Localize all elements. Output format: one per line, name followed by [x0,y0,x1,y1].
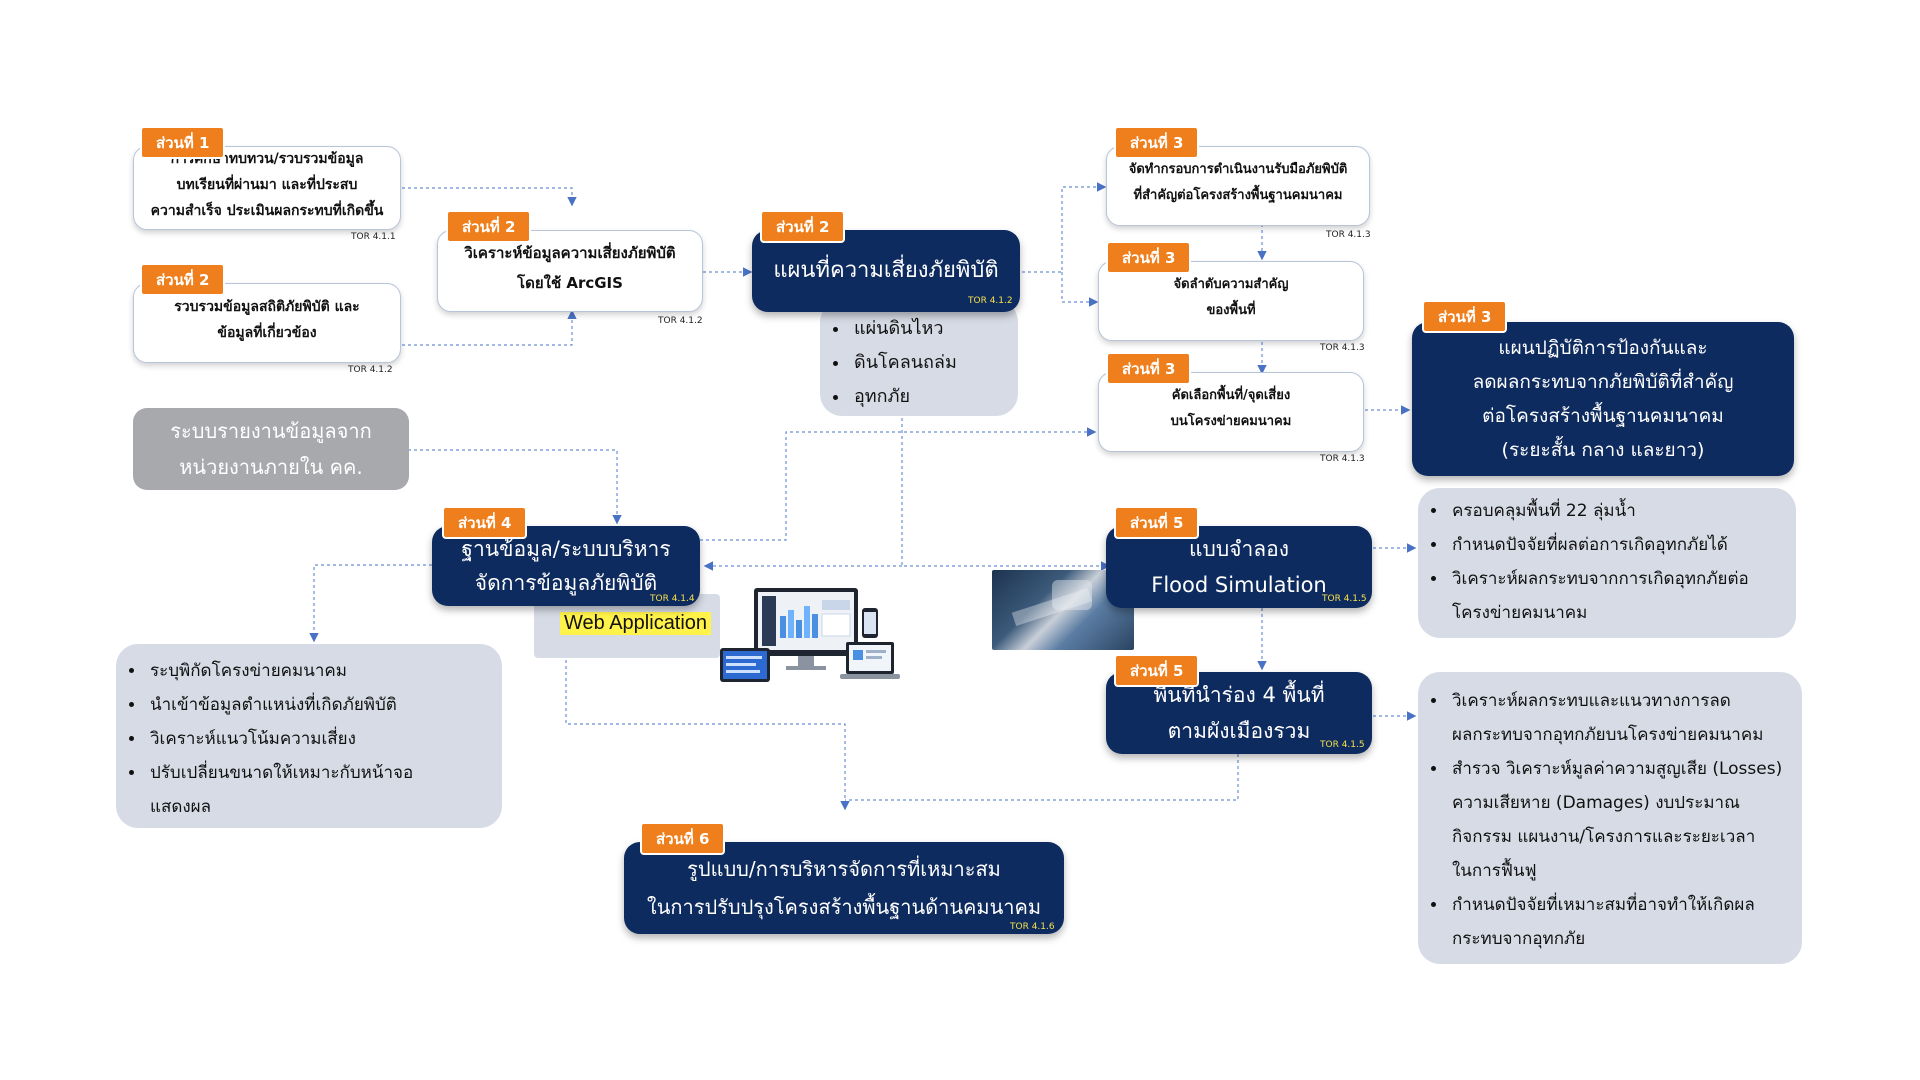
web-application-label: Web Application [560,612,712,635]
phone-icon [862,608,878,638]
monitor-icon [754,588,858,670]
management-tor: TOR 4.1.6 [1010,922,1055,932]
database-line-2: จัดการข้อมูลภัยพิบัติ [474,571,658,595]
plan-line-2: ลดผลกระทบจากภัยพิบัติที่สำคัญ [1472,371,1734,393]
framework-line-1: จัดทำกรอบการดำเนินงานรับมือภัยพิบัติ [1128,162,1348,177]
flood-item: กำหนดปัจจัยที่ผลต่อการเกิดอุทกภัยได้ [1448,528,1796,562]
stats-line-1: รวบรวมข้อมูลสถิติภัยพิบัติ และ [174,299,360,315]
flood-item-continued: โครงข่ายคมนาคม [1452,603,1588,623]
pilot-item: สำรวจ วิเคราะห์มูลค่าความสูญเสีย (Losses… [1448,752,1802,786]
section-tag-5-flood: ส่วนที่ 5 [1114,506,1200,539]
pilot-feature-list: วิเคราะห์ผลกระทบและแนวทางการลด ผลกระทบจา… [1418,672,1802,964]
pilot-item: วิเคราะห์ผลกระทบและแนวทางการลด [1448,684,1802,718]
tablet-icon [720,648,770,682]
study-box: การศึกษาทบทวน/รวบรวมข้อมูล บทเรียนที่ผ่า… [133,146,401,230]
plan-line-1: แผนปฏิบัติการป้องกันและ [1498,337,1708,359]
pilot-item-continued: ความเสียหาย (Damages) งบประมาณ [1452,793,1740,813]
stats-box: รวบรวมข้อมูลสถิติภัยพิบัติ และ ข้อมูลที่… [133,283,401,363]
devices-illustration [718,586,908,686]
section-tag-3-select: ส่วนที่ 3 [1106,352,1192,385]
section-tag-4: ส่วนที่ 4 [442,506,528,539]
risk-map-title: แผนที่ความเสี่ยงภัยพิบัติ [773,258,999,283]
flood-tor: TOR 4.1.5 [1322,594,1367,604]
hazard-item: ดินโคลนถล่ม [850,346,1018,380]
priority-tor: TOR 4.1.3 [1320,343,1365,353]
select-line-2: บนโครงข่ายคมนาคม [1170,414,1292,429]
pilot-line-2: ตามผังเมืองรวม [1167,719,1311,743]
section-tag-2-arcgis: ส่วนที่ 2 [446,210,532,243]
section-tag-6: ส่วนที่ 6 [640,822,726,855]
select-area-box: คัดเลือกพื้นที่/จุดเสี่ยง บนโครงข่ายคมนา… [1098,372,1364,452]
plan-line-3: ต่อโครงสร้างพื้นฐานคมนาคม [1482,405,1724,427]
framework-line-2: ที่สำคัญต่อโครงสร้างพื้นฐานคมนาคม [1133,188,1343,203]
study-tor: TOR 4.1.1 [351,232,396,242]
flood-item: วิเคราะห์ผลกระทบจากการเกิดอุทกภัยต่อ [1448,562,1796,596]
section-tag-1: ส่วนที่ 1 [140,126,226,159]
section-tag-3-priority: ส่วนที่ 3 [1106,241,1192,274]
section-tag-3-frame: ส่วนที่ 3 [1114,126,1200,159]
flood-line-1: แบบจำลอง [1188,537,1289,561]
stats-line-2: ข้อมูลที่เกี่ยวข้อง [217,325,317,341]
risk-map-box: แผนที่ความเสี่ยงภัยพิบัติ [752,230,1020,312]
report-line-1: ระบบรายงานข้อมูลจาก [170,419,372,443]
framework-box: จัดทำกรอบการดำเนินงานรับมือภัยพิบัติ ที่… [1106,146,1370,226]
stats-tor: TOR 4.1.2 [348,365,393,375]
action-plan-box: แผนปฏิบัติการป้องกันและ ลดผลกระทบจากภัยพ… [1412,322,1794,476]
pilot-item: กำหนดปัจจัยที่เหมาะสมที่อาจทำให้เกิดผล [1448,888,1802,922]
database-feature-list: ระบุพิกัดโครงข่ายคมนาคม นำเข้าข้อมูลตำแห… [116,644,502,828]
management-box: รูปแบบ/การบริหารจัดการที่เหมาะสม ในการปร… [624,842,1064,934]
flood-item: ครอบคลุมพื้นที่ 22 ลุ่มน้ำ [1448,494,1796,528]
section-tag-5-pilot: ส่วนที่ 5 [1114,654,1200,687]
priority-line-2: ของพื้นที่ [1206,303,1256,318]
pilot-tor: TOR 4.1.5 [1320,740,1365,750]
study-line-3: ความสำเร็จ ประเมินผลกระทบที่เกิดขึ้น [150,203,384,219]
database-tor: TOR 4.1.4 [650,594,695,604]
laptop-icon [840,642,900,679]
flood-line-2: Flood Simulation [1151,573,1327,597]
report-system-box: ระบบรายงานข้อมูลจาก หน่วยงานภายใน คค. [133,408,409,490]
section-tag-3-plan: ส่วนที่ 3 [1422,300,1508,333]
report-line-2: หน่วยงานภายใน คค. [179,455,363,479]
pilot-item-continued: ในการฟื้นฟู [1452,861,1537,881]
management-line-2: ในการปรับปรุงโครงสร้างพื้นฐานด้านคมนาคม [646,895,1042,919]
select-tor: TOR 4.1.3 [1320,454,1365,464]
hazard-item: อุทกภัย [850,380,1018,414]
feature-item: ปรับเปลี่ยนขนาดให้เหมาะกับหน้าจอ [146,756,502,790]
feature-item: นำเข้าข้อมูลตำแหน่งที่เกิดภัยพิบัติ [146,688,502,722]
feature-item: วิเคราะห์แนวโน้มความเสี่ยง [146,722,502,756]
arcgis-line-2: โดยใช้ ArcGIS [517,274,623,292]
framework-tor: TOR 4.1.3 [1326,230,1371,240]
feature-item-continued: แสดงผล [150,797,212,817]
database-box: ฐานข้อมูล/ระบบบริหาร จัดการข้อมูลภัยพิบั… [432,526,700,606]
arcgis-line-1: วิเคราะห์ข้อมูลความเสี่ยงภัยพิบัติ [464,244,676,262]
arcgis-box: วิเคราะห์ข้อมูลความเสี่ยงภัยพิบัติ โดยใช… [437,230,703,312]
priority-line-1: จัดลำดับความสำคัญ [1173,277,1289,292]
section-tag-2-riskmap: ส่วนที่ 2 [760,210,846,243]
management-line-1: รูปแบบ/การบริหารจัดการที่เหมาะสม [687,857,1001,881]
database-line-1: ฐานข้อมูล/ระบบบริหาร [461,537,671,561]
hazard-item: แผ่นดินไหว [850,312,1018,346]
flood-feature-list: ครอบคลุมพื้นที่ 22 ลุ่มน้ำ กำหนดปัจจัยที… [1418,488,1796,638]
arcgis-tor: TOR 4.1.2 [658,316,703,326]
study-line-2: บทเรียนที่ผ่านมา และที่ประสบ [176,177,358,193]
pilot-item-continued: ผลกระทบจากอุทกภัยบนโครงข่ายคมนาคม [1452,725,1764,745]
section-tag-2-stats: ส่วนที่ 2 [140,263,226,296]
pilot-line-1: พื้นที่นำร่อง 4 พื้นที่ [1153,683,1325,707]
pilot-item-continued: กระทบจากอุทกภัย [1452,929,1586,949]
risk-map-tor: TOR 4.1.2 [968,296,1013,306]
plan-line-4: (ระยะสั้น กลาง และยาว) [1501,439,1705,461]
select-line-1: คัดเลือกพื้นที่/จุดเสี่ยง [1171,388,1291,403]
hazard-list-box: แผ่นดินไหว ดินโคลนถล่ม อุทกภัย [820,300,1018,416]
flood-simulation-box: แบบจำลอง Flood Simulation [1106,526,1372,608]
feature-item: ระบุพิกัดโครงข่ายคมนาคม [146,654,502,688]
pilot-item-continued: กิจกรรม แผนงาน/โครงการและระยะเวลา [1452,827,1756,847]
priority-box: จัดลำดับความสำคัญ ของพื้นที่ [1098,261,1364,341]
